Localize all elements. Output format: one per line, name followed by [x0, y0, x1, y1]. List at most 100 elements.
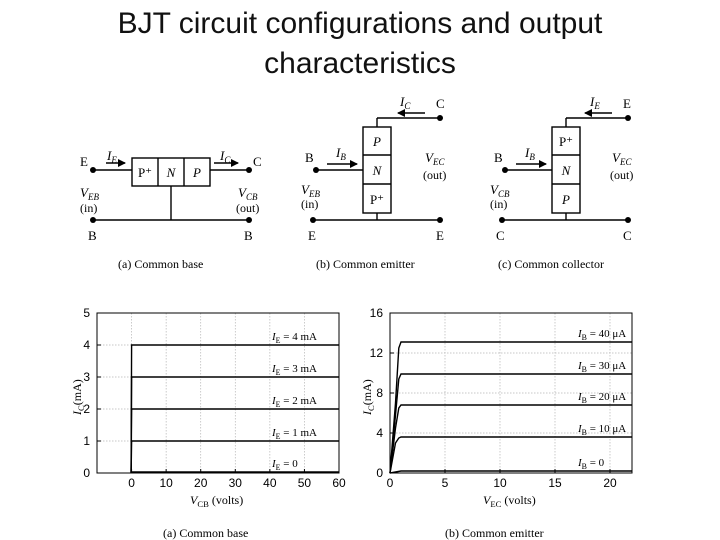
y-axis-label: IC(mA) [70, 379, 86, 416]
series-line-4 [389, 470, 632, 474]
x-tick-label-2: 20 [194, 476, 208, 490]
ce-label-e-right: E [436, 228, 444, 243]
x-axis-label: VCB (volts) [190, 493, 243, 509]
y-tick-label-4: 4 [83, 338, 90, 352]
cb-label-in: (in) [80, 201, 97, 215]
plot-caption: (b) Common emitter [445, 526, 544, 540]
title-line-2: characteristics [264, 47, 456, 80]
cc-label-out: (out) [610, 168, 633, 182]
series-line-2 [389, 404, 632, 474]
title-line-1: BJT circuit configurations and output [117, 7, 603, 40]
series-label-2: IB = 20 μA [577, 391, 626, 405]
series-line-1 [389, 373, 632, 474]
ce-label-out: (out) [423, 168, 446, 182]
y-tick-label-2: 2 [83, 402, 90, 416]
series-line-3 [130, 440, 339, 474]
cb-label-veb: VEB [80, 185, 99, 202]
plot-frame [96, 312, 340, 474]
x-tick-label-0: 0 [387, 476, 394, 490]
series-line-3 [389, 436, 632, 474]
y-tick-label-2: 8 [376, 386, 383, 400]
cb-label-b-left: B [88, 228, 97, 243]
cb-label-ie: IE [106, 148, 117, 165]
plot-common-base: 0 10 20 30 40 50 60 0 1 2 3 4 5 IE = 4 mA IE = 3 mA IE … [70, 306, 346, 540]
cc-node-c-right [625, 217, 631, 223]
series-label-0: IB = 40 μA [577, 328, 626, 342]
cb-label-b-right: B [244, 228, 253, 243]
ce-label-b: B [305, 150, 314, 165]
ce-label-veb: VEB [301, 182, 320, 199]
cc-region-2: N [561, 163, 572, 178]
cb-region-2: N [166, 165, 177, 180]
cc-node-e [625, 115, 631, 121]
x-tick-label-1: 5 [442, 476, 449, 490]
cb-label-c: C [253, 154, 262, 169]
cb-region-3: P [192, 165, 201, 180]
x-tick-label-5: 50 [298, 476, 312, 490]
y-tick-label-0: 0 [83, 466, 90, 480]
series-label-4: IE = 0 [271, 458, 298, 472]
cb-node-c [246, 167, 252, 173]
cb-node-b-left [90, 217, 96, 223]
plot-caption: (a) Common base [163, 526, 248, 540]
circuit-common-emitter [313, 109, 440, 221]
x-tick-label-4: 40 [263, 476, 277, 490]
ce-region-1: P [372, 134, 381, 149]
cc-label-c-left: C [496, 228, 505, 243]
series-label-0: IE = 4 mA [271, 331, 317, 345]
x-tick-label-2: 10 [493, 476, 507, 490]
ce-label-ib: IB [335, 145, 346, 162]
series-label-1: IB = 30 μA [577, 360, 626, 374]
ce-label-vec: VEC [425, 150, 445, 167]
cb-label-vcb: VCB [238, 185, 258, 202]
ce-caption: (b) Common emitter [316, 257, 415, 271]
cb-node-e [90, 167, 96, 173]
cc-label-ie: IE [589, 94, 600, 111]
ce-node-b [313, 167, 319, 173]
ce-label-c: C [436, 96, 445, 111]
y-tick-label-4: 16 [370, 306, 384, 320]
cc-node-c-left [499, 217, 505, 223]
y-tick-label-5: 5 [83, 306, 90, 320]
x-tick-label-4: 20 [603, 476, 617, 490]
slide-title: BJT circuit configurations and output ch… [0, 4, 720, 84]
x-axis-label: VEC (volts) [483, 493, 536, 509]
cc-label-b: B [494, 150, 503, 165]
series-label-4: IB = 0 [577, 457, 605, 471]
x-tick-label-0: 0 [128, 476, 135, 490]
x-tick-label-1: 10 [159, 476, 173, 490]
series-line-0 [389, 341, 632, 474]
cb-label-ic: IC [219, 148, 231, 165]
cb-label-out: (out) [236, 201, 259, 215]
cc-node-b [502, 167, 508, 173]
cc-region-3: P [561, 192, 570, 207]
x-tick-label-3: 15 [548, 476, 562, 490]
series-label-1: IE = 3 mA [271, 363, 317, 377]
x-tick-label-6: 60 [332, 476, 346, 490]
ce-label-in: (in) [301, 197, 318, 211]
y-tick-label-1: 1 [83, 434, 90, 448]
cc-label-e: E [623, 96, 631, 111]
y-tick-label-1: 4 [376, 426, 383, 440]
cb-region-1: P⁺ [138, 165, 152, 180]
cc-caption: (c) Common collector [498, 257, 604, 271]
x-tick-label-3: 30 [229, 476, 243, 490]
series-label-3: IE = 1 mA [271, 427, 317, 441]
ce-node-c [437, 115, 443, 121]
cc-label-in: (in) [490, 197, 507, 211]
cb-node-b-right [246, 217, 252, 223]
cc-label-vec: VEC [612, 150, 632, 167]
series-label-2: IE = 2 mA [271, 395, 317, 409]
cc-label-c-right: C [623, 228, 632, 243]
cc-label-vcb: VCB [490, 182, 510, 199]
ce-region-3: P⁺ [370, 192, 384, 207]
ce-label-e-left: E [308, 228, 316, 243]
ce-region-2: N [372, 163, 383, 178]
y-tick-label-3: 3 [83, 370, 90, 384]
series-label-3: IB = 10 μA [577, 423, 626, 437]
y-axis-label: IC(mA) [360, 379, 376, 416]
ce-label-ic: IC [399, 94, 411, 111]
y-tick-label-3: 12 [370, 346, 384, 360]
